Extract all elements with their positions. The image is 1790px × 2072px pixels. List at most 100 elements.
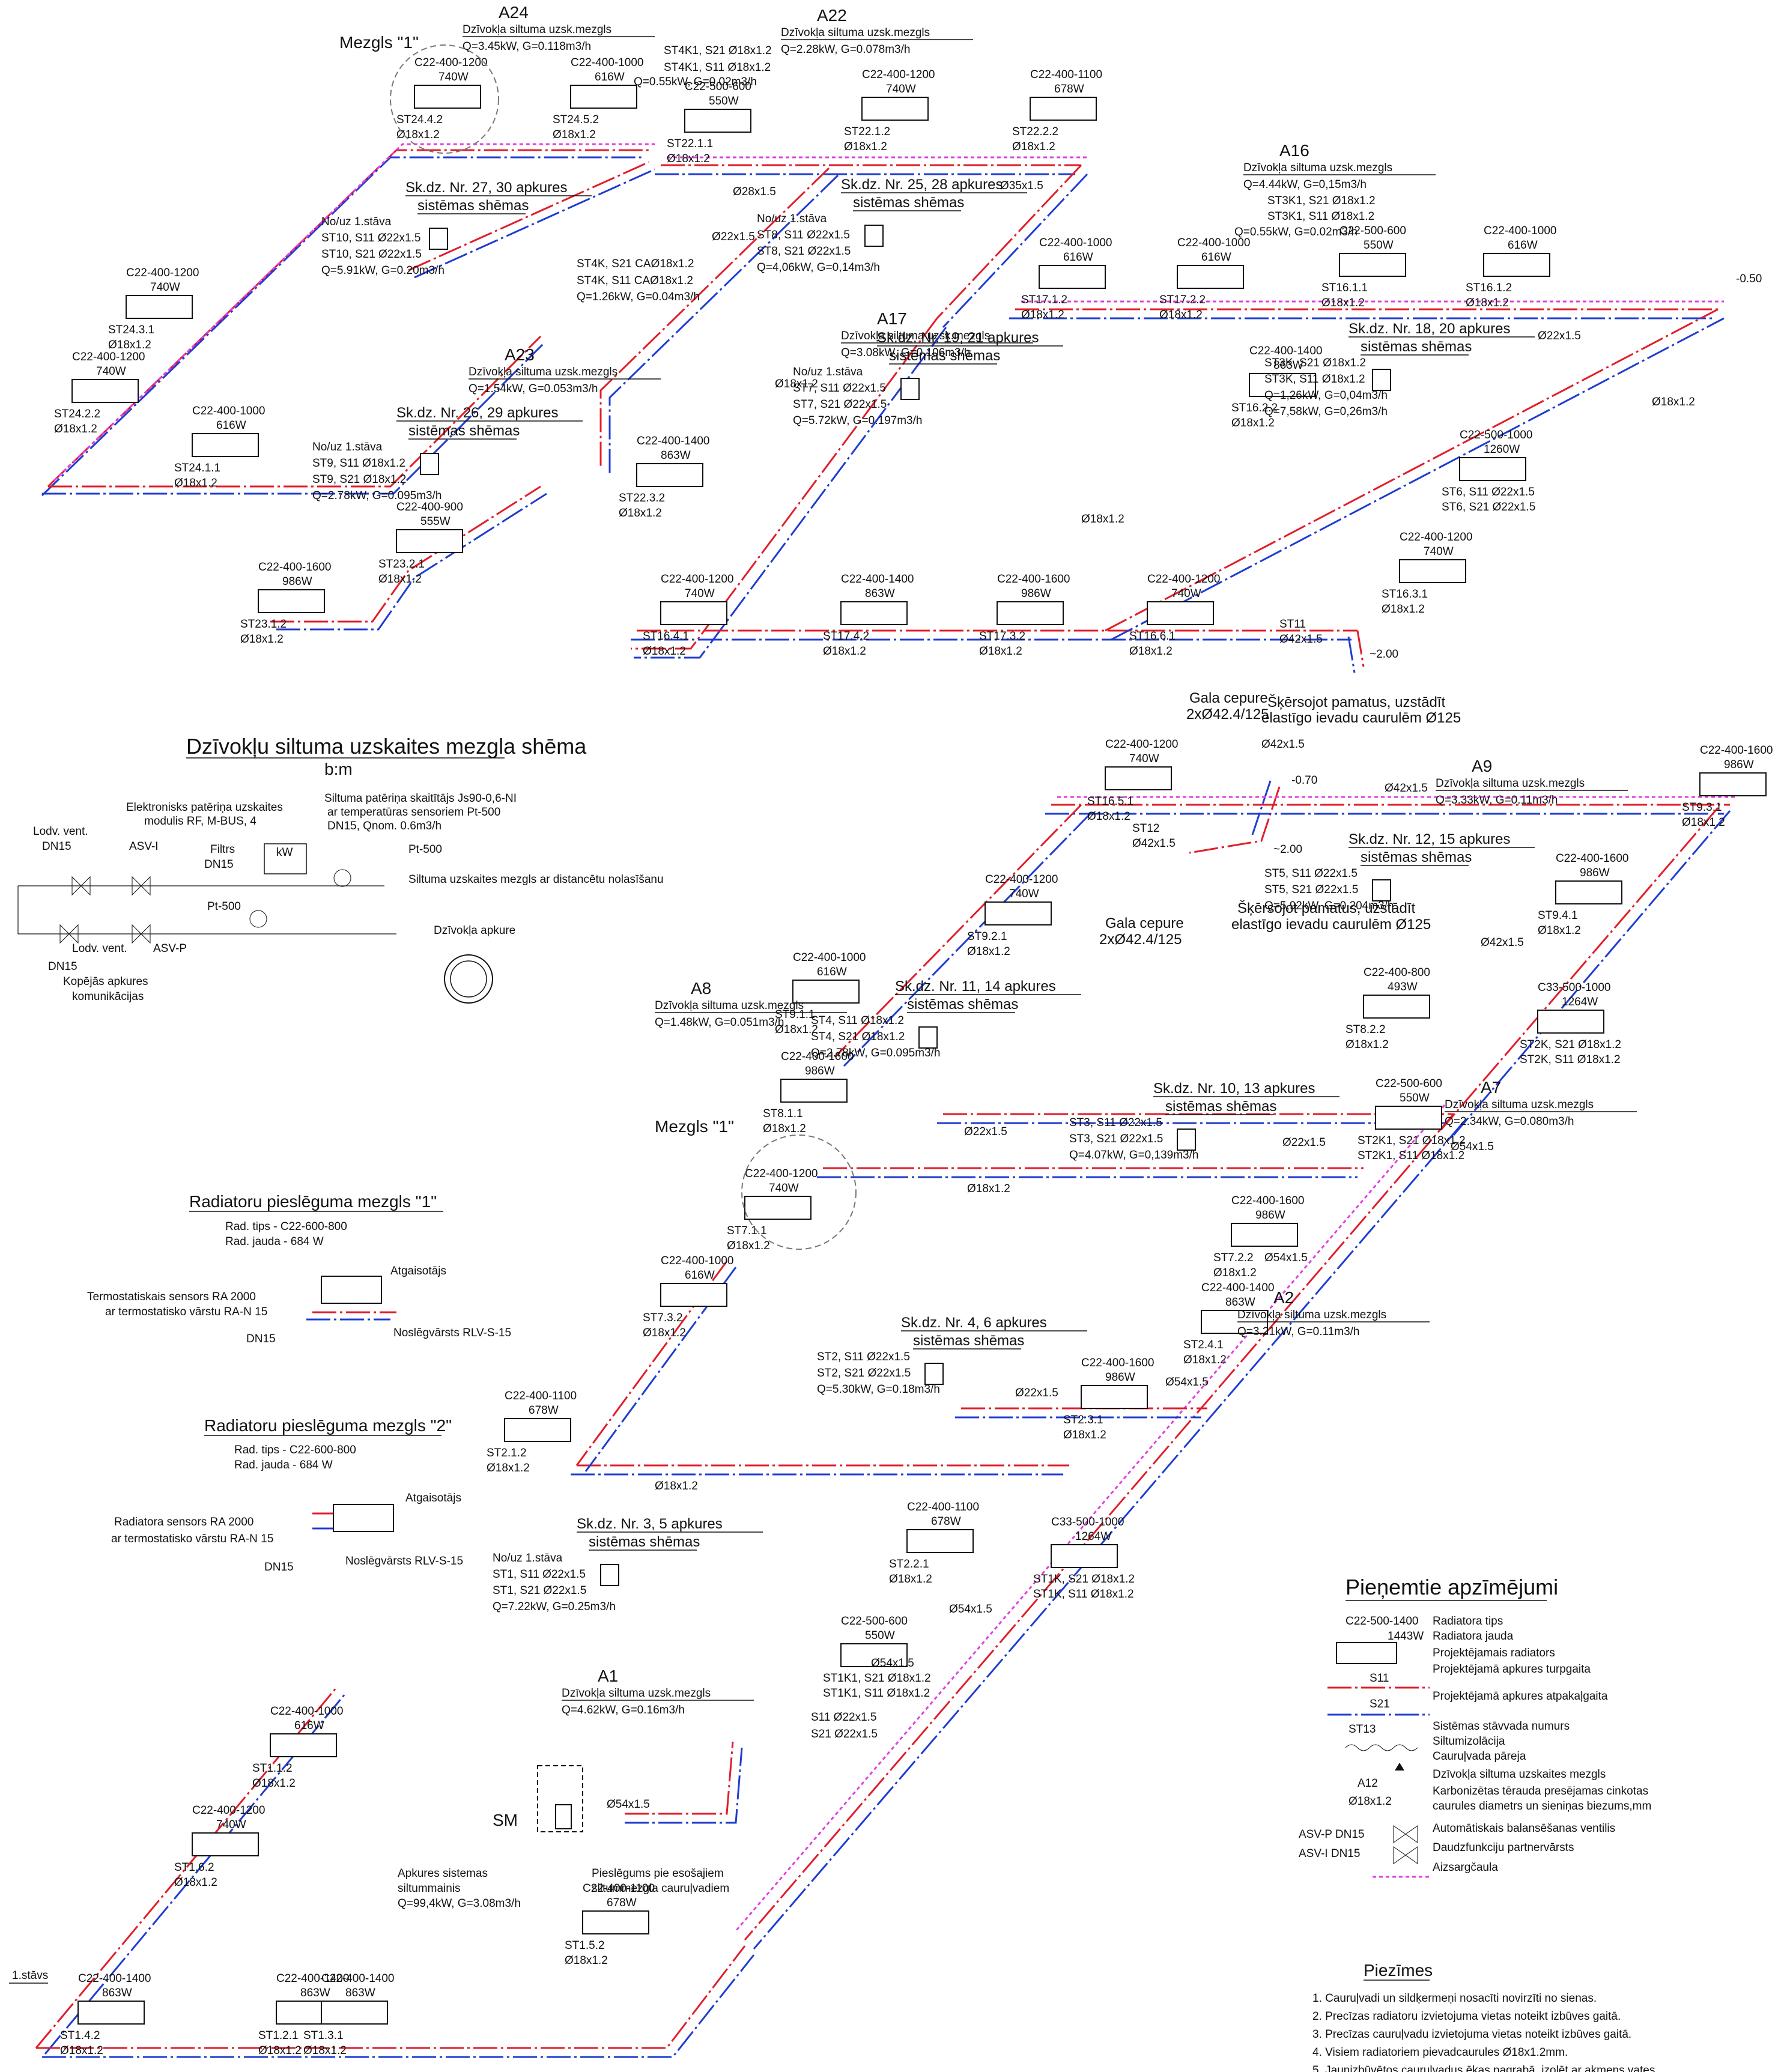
radiator-body[interactable]	[780, 1079, 848, 1103]
radiator-body[interactable]	[192, 433, 259, 457]
riser-valve[interactable]	[900, 378, 920, 400]
radiator-body[interactable]	[396, 529, 463, 553]
heat-exchanger[interactable]	[537, 1765, 583, 1832]
radiator-body[interactable]	[1081, 1385, 1148, 1409]
radiator-body[interactable]	[744, 1196, 812, 1220]
riser-valve[interactable]	[924, 1363, 944, 1385]
heat-meter[interactable]	[264, 843, 307, 874]
radiator-body[interactable]	[1537, 1010, 1604, 1034]
radiator-body[interactable]	[570, 85, 637, 109]
radiator-body[interactable]	[1555, 880, 1622, 904]
radiator-body[interactable]	[1249, 373, 1316, 397]
radiator-body[interactable]	[1051, 1544, 1118, 1568]
radiator-body[interactable]	[660, 1283, 727, 1307]
riser-valve[interactable]	[420, 453, 439, 475]
radiator-body[interactable]	[1483, 253, 1550, 277]
radiator-body[interactable]	[1105, 766, 1172, 790]
radiator-body[interactable]	[126, 295, 193, 319]
valve-icon[interactable]	[59, 924, 79, 944]
radiator-body[interactable]	[636, 463, 703, 487]
riser-valve[interactable]	[1372, 369, 1391, 391]
radiator-body[interactable]	[1030, 97, 1097, 121]
radiator-body[interactable]	[1459, 457, 1526, 481]
radiator-body[interactable]	[997, 601, 1064, 625]
radiator-body[interactable]	[414, 85, 481, 109]
radiator-body[interactable]	[792, 980, 860, 1004]
riser-valve[interactable]	[1372, 879, 1391, 901]
radiator-body[interactable]	[1363, 995, 1430, 1019]
radiator-body[interactable]	[1399, 559, 1466, 583]
radiator-body[interactable]	[906, 1529, 974, 1553]
radiator-body[interactable]	[1699, 772, 1767, 796]
radiator-body[interactable]	[192, 1832, 259, 1856]
radiator-body[interactable]	[1177, 265, 1244, 289]
valve-icon[interactable]	[132, 876, 151, 896]
radiator-body[interactable]	[984, 901, 1052, 925]
radiator-body[interactable]	[321, 2001, 388, 2025]
valve-icon[interactable]	[71, 876, 91, 896]
radiator-body[interactable]	[1039, 265, 1106, 289]
radiator-body[interactable]	[1147, 601, 1214, 625]
radiator-body[interactable]	[258, 589, 325, 613]
valve-icon[interactable]	[132, 924, 151, 944]
riser-valve[interactable]	[600, 1564, 619, 1586]
riser-valve[interactable]	[864, 225, 884, 247]
radiator-body[interactable]	[1375, 1106, 1442, 1130]
radiator-body[interactable]	[1231, 1223, 1298, 1247]
radiator-body[interactable]	[270, 1733, 337, 1757]
node1-radiator[interactable]	[321, 1276, 382, 1304]
